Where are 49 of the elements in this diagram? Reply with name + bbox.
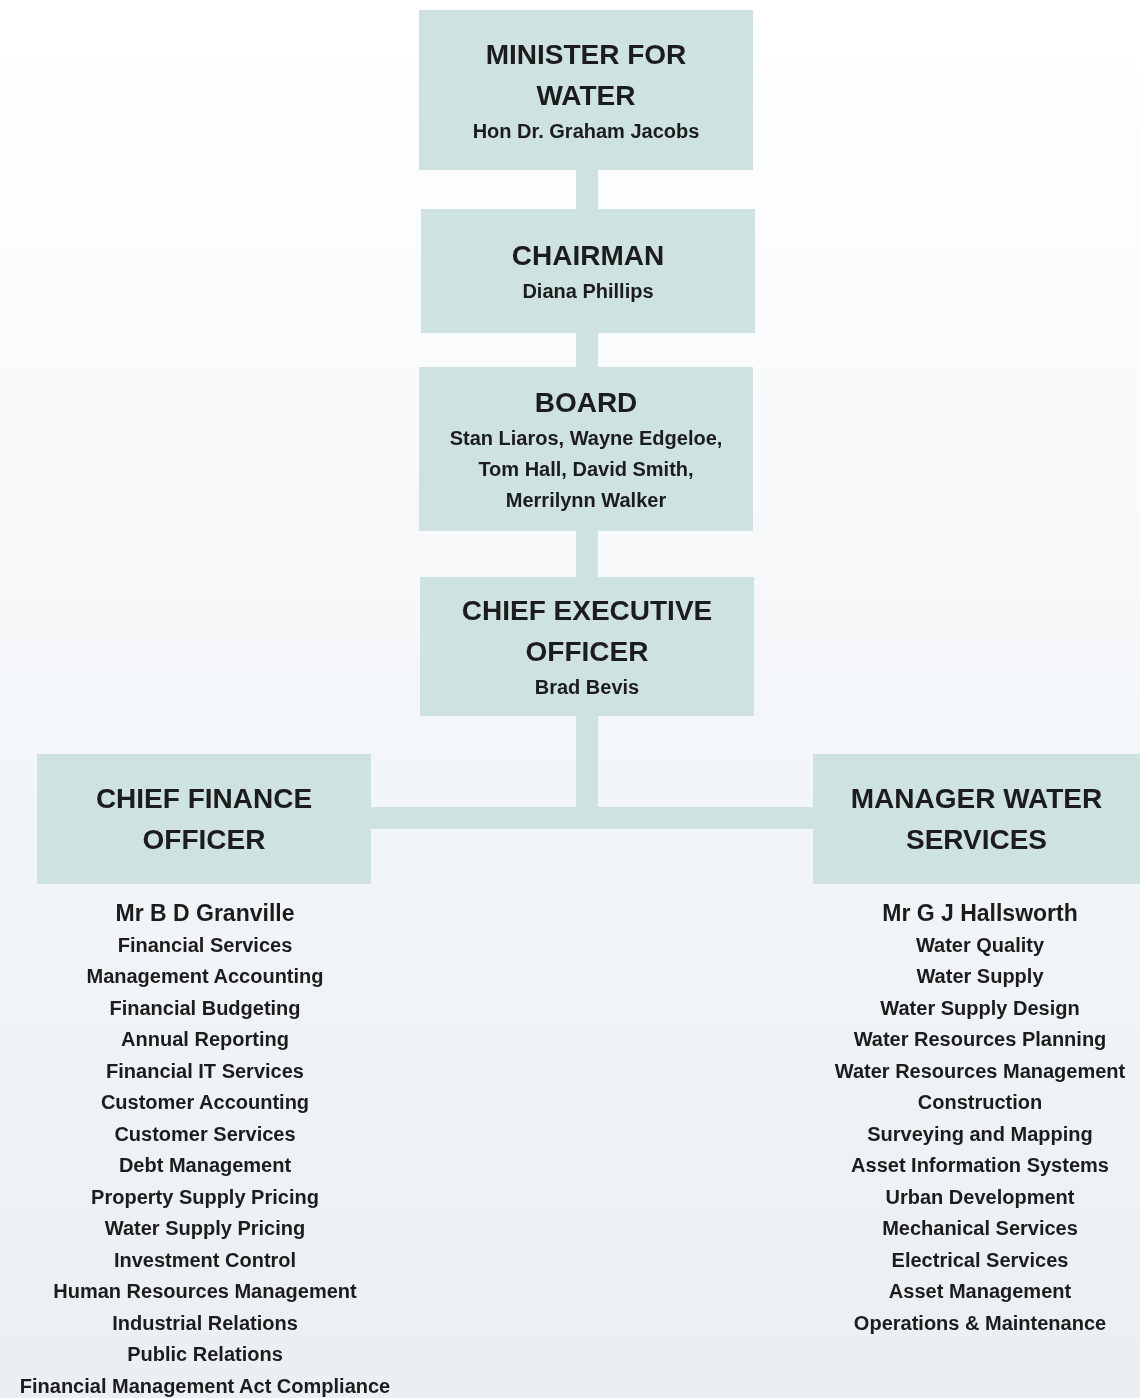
position-box xyxy=(813,754,1140,884)
function-item: Water Resources Planning xyxy=(853,1027,1107,1052)
function-item: Construction xyxy=(917,1090,1043,1115)
connector-line xyxy=(576,333,598,367)
function-item: Surveying and Mapping xyxy=(867,1121,1093,1147)
function-item: Financial Management Act Compliance xyxy=(19,1373,391,1398)
function-item: Urban Development xyxy=(885,1184,1075,1210)
function-item: Asset Information Systems xyxy=(851,1153,1109,1178)
position-box xyxy=(421,209,755,333)
holder-names: Hon Dr. Graham Jacobs xyxy=(472,118,700,144)
function-item: Operations & Maintenance xyxy=(853,1310,1107,1336)
function-item: Industrial Relations xyxy=(112,1310,298,1336)
function-item: Financial Services xyxy=(117,932,293,958)
function-item: Investment Control xyxy=(113,1247,297,1273)
connector-line xyxy=(576,531,598,577)
function-item: Electrical Services xyxy=(891,1247,1069,1273)
position-title: MINISTER FOR WATER xyxy=(484,37,688,113)
function-item: Water Supply xyxy=(916,964,1044,989)
function-item: Water Quality xyxy=(915,932,1045,958)
position-box xyxy=(419,10,753,170)
function-item: Customer Accounting xyxy=(100,1090,310,1115)
connector-line xyxy=(576,170,598,209)
person-name: Mr B D Granville xyxy=(115,899,295,928)
position-title: CHAIRMAN xyxy=(511,239,665,273)
function-item: Mechanical Services xyxy=(882,1216,1078,1241)
function-item: Asset Management xyxy=(888,1279,1072,1304)
position-title: BOARD xyxy=(534,386,638,420)
function-item: Customer Services xyxy=(114,1121,296,1147)
holder-names: Brad Bevis xyxy=(534,675,640,700)
position-title: CHIEF EXECUTIVE OFFICER xyxy=(460,594,714,669)
holder-names: Diana Phillips xyxy=(522,279,654,304)
function-item: Management Accounting xyxy=(86,964,324,989)
function-item: Annual Reporting xyxy=(121,1027,289,1052)
position-title: CHIEF FINANCE OFFICER xyxy=(94,782,314,857)
position-box xyxy=(420,577,754,716)
function-item: Water Resources Management xyxy=(834,1058,1126,1084)
holder-names: Stan Liaros, Wayne Edgeloe, Tom Hall, David Smith, Merrilynn Walker xyxy=(448,426,724,513)
function-item: Debt Management xyxy=(118,1153,292,1178)
function-item: Financial Budgeting xyxy=(109,995,301,1021)
function-item: Property Supply Pricing xyxy=(91,1184,319,1210)
function-item: Financial IT Services xyxy=(106,1058,304,1084)
position-box xyxy=(37,754,371,884)
function-item: Human Resources Management xyxy=(53,1279,357,1304)
function-item: Public Relations xyxy=(127,1342,283,1367)
function-item: Water Supply Design xyxy=(880,995,1080,1021)
function-item: Water Supply Pricing xyxy=(104,1216,306,1241)
position-title: MANAGER WATER SERVICES xyxy=(849,782,1104,857)
position-box xyxy=(419,367,753,531)
person-name: Mr G J Hallsworth xyxy=(882,899,1078,928)
